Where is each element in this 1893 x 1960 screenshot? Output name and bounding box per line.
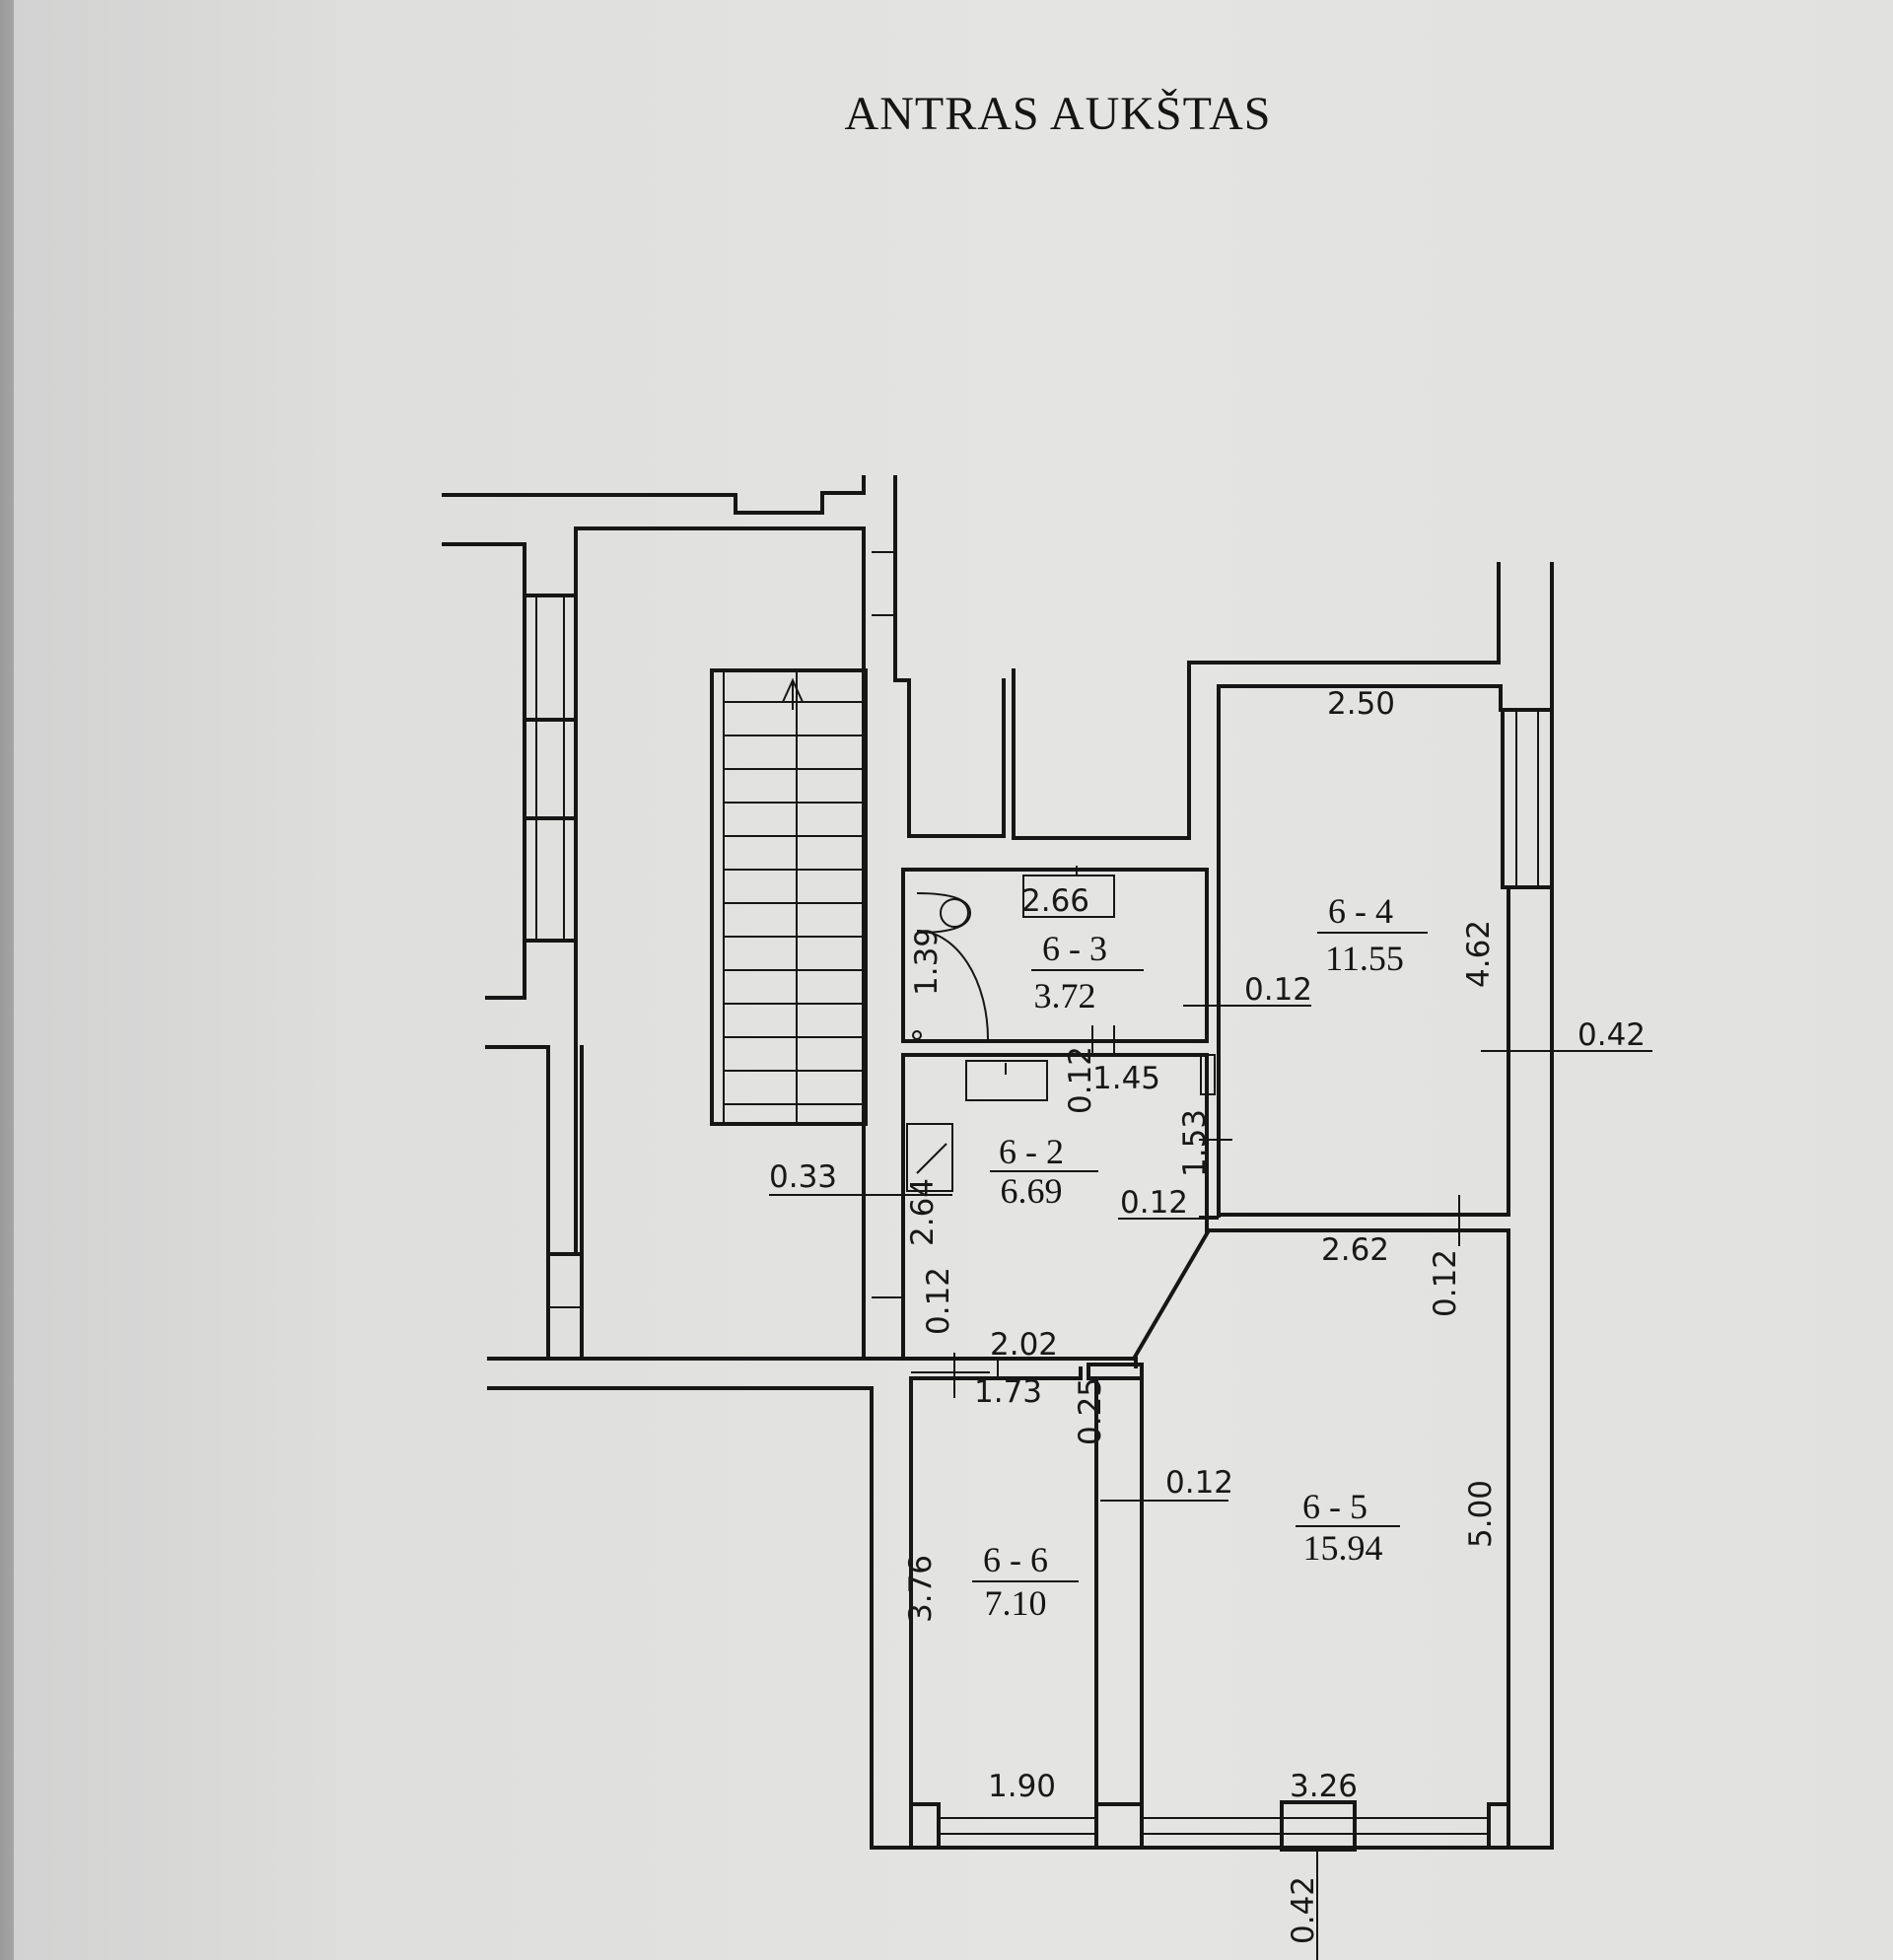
room-6-3-id: 6 - 3 — [1042, 929, 1107, 968]
room-6-4-area: 11.55 — [1325, 939, 1404, 978]
dim-0-12-c: 0.12 — [1120, 1185, 1188, 1221]
dimension-labels: 2.50 2.66 1.39 4.62 0.12 0.42 1.45 0.12 … — [769, 686, 1646, 1944]
room-label-6-2: 6 - 2 6.69 — [990, 1132, 1098, 1211]
dim-3-76: 3.76 — [903, 1555, 939, 1623]
room-label-6-5: 6 - 5 15.94 — [1296, 1487, 1400, 1568]
dim-2-64: 2.64 — [905, 1178, 941, 1246]
dim-0-12-f: 0.12 — [1165, 1465, 1233, 1501]
dim-1-39: 1.39 — [909, 928, 945, 996]
room-6-2-walls — [901, 1053, 1232, 1362]
room-6-3-area: 3.72 — [1034, 976, 1096, 1015]
room-6-2-id: 6 - 2 — [999, 1132, 1064, 1171]
room-6-3-walls — [901, 866, 1209, 1057]
boiler-icon — [906, 1123, 953, 1192]
dim-0-12-a: 0.12 — [1244, 972, 1312, 1008]
dim-1-90: 1.90 — [988, 1769, 1056, 1804]
room-6-6-id: 6 - 6 — [983, 1540, 1048, 1579]
dim-2-62: 2.62 — [1321, 1232, 1389, 1268]
dim-0-42-b: 0.42 — [1286, 1876, 1321, 1944]
dim-0-12-d: 0.12 — [1428, 1249, 1463, 1317]
dim-0-33: 0.33 — [769, 1159, 837, 1195]
room-6-5-id: 6 - 5 — [1302, 1487, 1367, 1526]
dim-0-12-b: 0.12 — [1063, 1046, 1098, 1114]
sink-fixture — [1022, 875, 1115, 918]
dim-2-50: 2.50 — [1327, 686, 1395, 722]
dim-1-53: 1.53 — [1177, 1109, 1213, 1177]
bottom-windows — [909, 1800, 1510, 1960]
room-label-6-4: 6 - 4 11.55 — [1317, 891, 1428, 978]
staircase — [710, 551, 895, 1126]
left-window-pier-2 — [523, 718, 578, 820]
room-6-5-area: 15.94 — [1303, 1528, 1383, 1568]
dim-4-62: 4.62 — [1461, 920, 1497, 988]
washbasin-fixture — [965, 1060, 1048, 1101]
dimension-leaders — [769, 1005, 1652, 1502]
dim-5-00: 5.00 — [1463, 1480, 1499, 1548]
dim-3-26: 3.26 — [1290, 1769, 1358, 1804]
window-6-4 — [1501, 708, 1554, 889]
dim-0-12-e: 0.12 — [921, 1267, 956, 1335]
door-swing-6-3 — [916, 930, 989, 1040]
dim-2-02: 2.02 — [990, 1327, 1058, 1363]
dim-0-42-a: 0.42 — [1578, 1017, 1646, 1053]
left-window-pier-1 — [523, 594, 578, 722]
page-title: ANTRAS AUKŠTAS — [844, 88, 1272, 140]
toilet-icon — [940, 898, 969, 928]
dim-2-66: 2.66 — [1021, 883, 1089, 919]
stair-core-walls — [442, 475, 897, 1361]
dim-1-45: 1.45 — [1092, 1061, 1160, 1096]
left-window-pier-3 — [523, 816, 578, 943]
room-label-6-3: 6 - 3 3.72 — [1031, 929, 1144, 1015]
room-6-6-area: 7.10 — [985, 1583, 1047, 1623]
dim-1-73: 1.73 — [974, 1374, 1042, 1410]
room-6-2-area: 6.69 — [1001, 1171, 1063, 1211]
dim-0-25: 0.25 — [1073, 1377, 1108, 1445]
stair-up-arrow-icon — [781, 677, 805, 703]
paper-sheet — [14, 0, 1893, 1960]
upper-hall-walls — [893, 562, 1554, 1850]
room-label-6-6: 6 - 6 7.10 — [972, 1540, 1079, 1623]
room-6-4-id: 6 - 4 — [1328, 891, 1393, 931]
